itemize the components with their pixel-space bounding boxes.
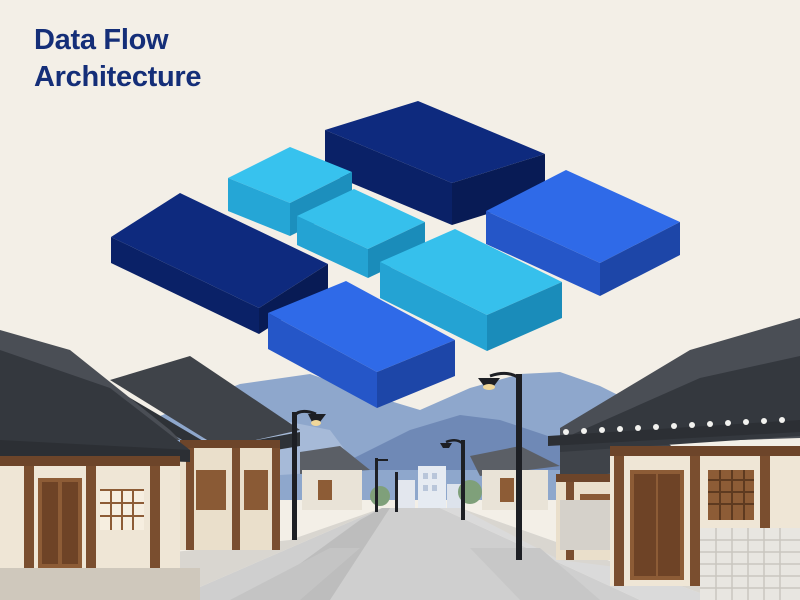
far-buildings — [370, 466, 482, 510]
hanok-house-icon — [0, 330, 370, 600]
isometric-block-icon — [486, 170, 680, 296]
title-line-1: Data Flow — [34, 24, 169, 56]
hanok-house-icon — [470, 318, 800, 600]
page-title: Data Flow Architecture — [34, 22, 202, 96]
title-line-2: Architecture — [34, 61, 202, 93]
isometric-block-icon — [325, 101, 545, 225]
street-lamp-icon — [292, 371, 522, 560]
isometric-block-icon — [268, 281, 455, 408]
isometric-block-icon — [380, 229, 562, 351]
